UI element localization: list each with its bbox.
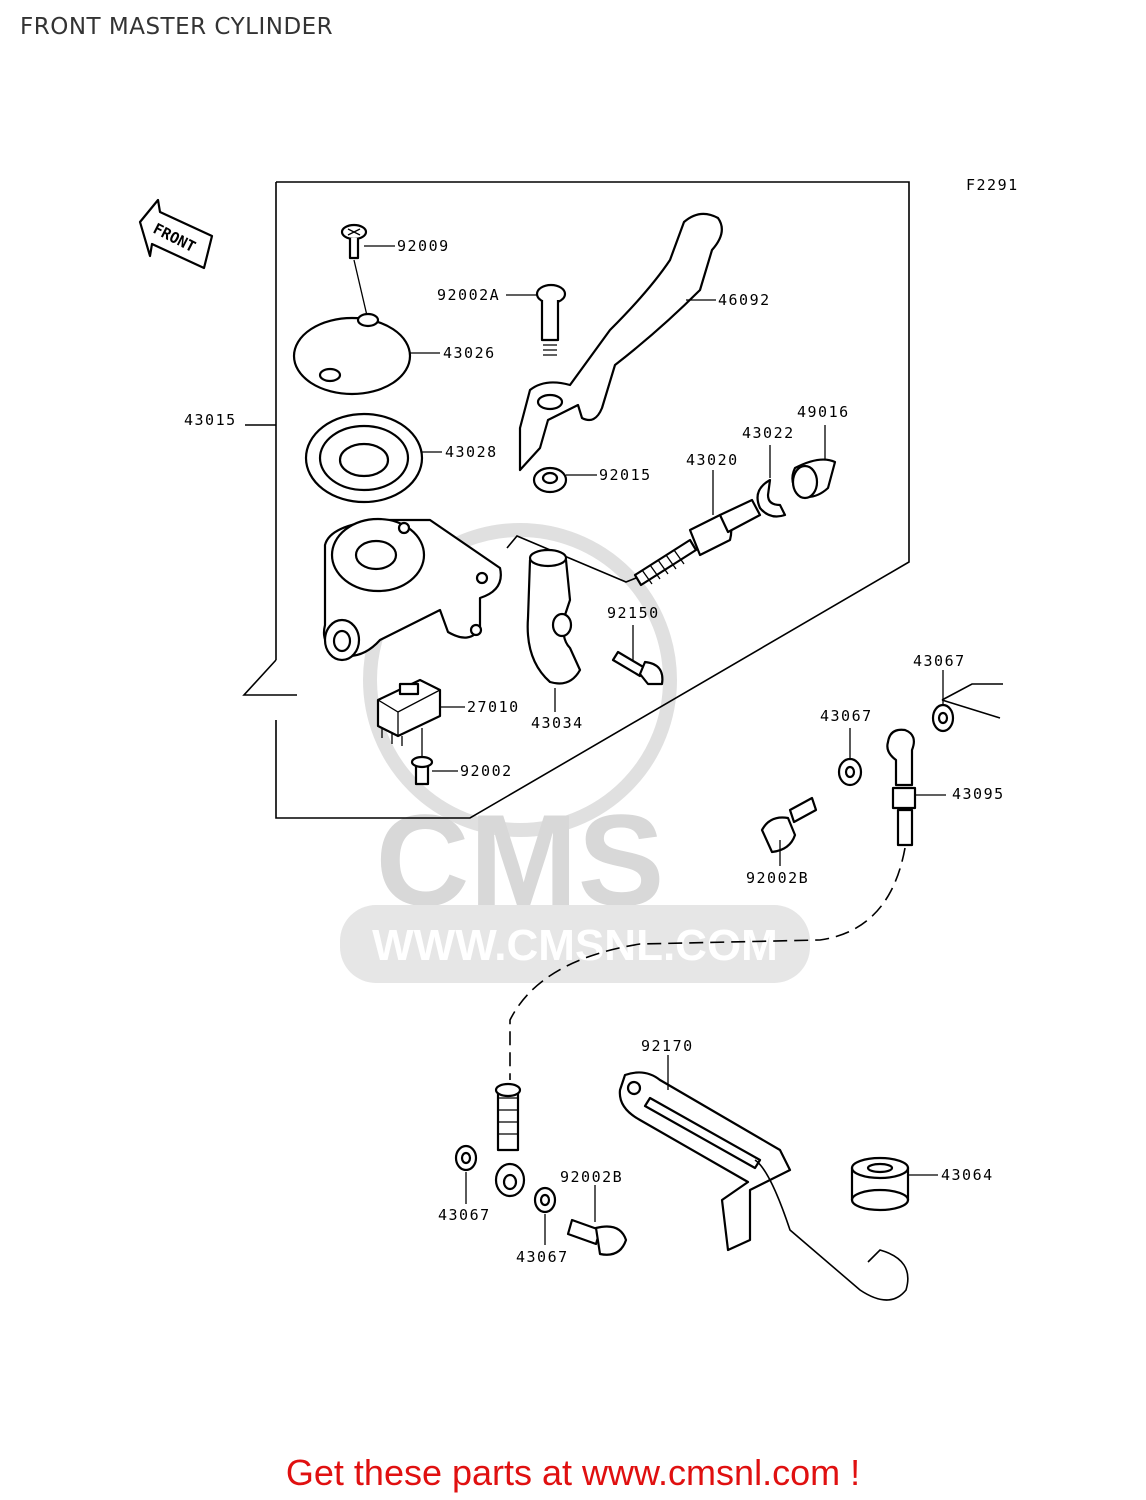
callout-92170: 92170 [641,1037,694,1055]
washer-43067-b [837,757,863,787]
switch-27010 [376,678,442,746]
callout-43067-top-right: 43067 [913,652,966,670]
callout-43034: 43034 [531,714,584,732]
banjo-bolt-92002B-bottom [566,1218,628,1256]
callout-43067-bottom: 43067 [516,1248,569,1266]
callout-43015: 43015 [184,411,237,429]
callout-27010: 27010 [467,698,520,716]
piston-spring-43020 [633,498,762,587]
footer-banner[interactable]: Get these parts at www.cmsnl.com ! [285,1452,861,1493]
bolt-92150 [611,650,664,686]
grommet-43064 [850,1156,910,1212]
boot-49016 [791,458,837,500]
callout-49016: 49016 [797,403,850,421]
callout-43064: 43064 [941,1166,994,1184]
screw-92002 [410,728,434,786]
callout-92009: 92009 [397,237,450,255]
callout-92002B-top: 92002B [746,869,809,887]
circlip-43022 [756,478,787,518]
callout-43095: 43095 [952,785,1005,803]
callout-46092: 46092 [718,291,771,309]
washer-43067-c [454,1144,478,1172]
washer-43067-a [931,703,955,733]
screw-92009 [340,223,369,321]
front-arrow-icon: FRONT [138,198,214,270]
callout-92002A: 92002A [437,286,500,304]
callout-labels: 92009 92002A 46092 43026 43015 43028 490… [184,237,1005,1266]
brake-lever-46092 [518,212,723,472]
callout-92002: 92002 [460,762,513,780]
callout-43026: 43026 [443,344,496,362]
callout-92002B-bottom: 92002B [560,1168,623,1186]
reservoir-cap-43026 [292,312,412,396]
master-cylinder-body [322,517,502,662]
banjo-bolt-92002B-top [760,796,818,854]
callout-43020: 43020 [686,451,739,469]
bracket-92170 [618,1071,909,1301]
callout-92150: 92150 [607,604,660,622]
hose-fitting-43095 [886,728,917,847]
nut-92015 [532,466,568,494]
cms-watermark: CMS WWW.CMSNL.COM [340,523,810,983]
callout-92015: 92015 [599,466,652,484]
hose-lower-fitting [494,1082,526,1198]
callout-43028: 43028 [445,443,498,461]
pivot-bolt-92002A [535,283,567,356]
callout-43022: 43022 [742,424,795,442]
callout-43067-mid: 43067 [820,707,873,725]
callout-43067-bottom-left: 43067 [438,1206,491,1224]
page-title: FRONT MASTER CYLINDER [20,14,334,40]
diaphragm-43028 [304,412,424,504]
washer-43067-d [533,1186,557,1214]
clamp-43034 [526,548,582,685]
diagram-code: F2291 [966,176,1019,194]
